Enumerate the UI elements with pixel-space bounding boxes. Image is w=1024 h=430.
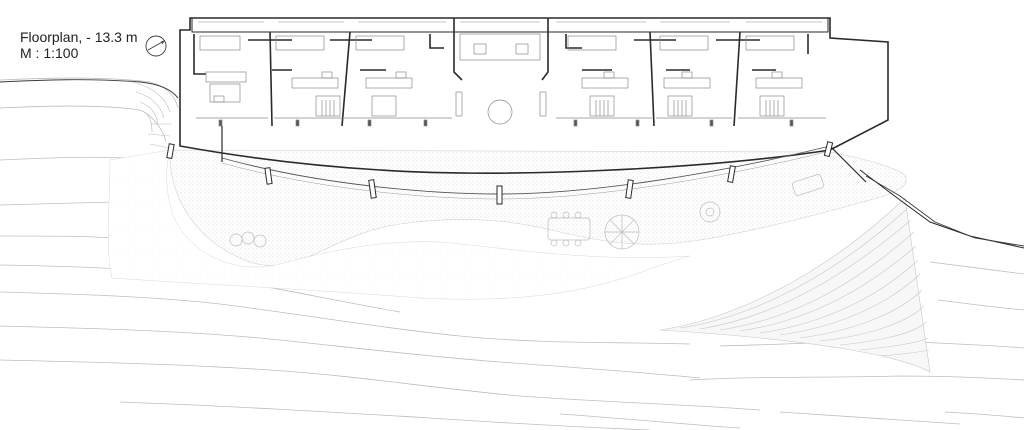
entry-stair (131, 81, 172, 149)
north-arrow-icon (145, 35, 167, 57)
interior-fixtures (196, 21, 826, 127)
lower-slope (108, 149, 691, 300)
outdoor-furniture (229, 174, 824, 250)
building-walls (179, 17, 889, 174)
terrace-posts (166, 141, 834, 205)
drawing-scale: M : 1:100 (20, 45, 79, 61)
terrace-steps (659, 197, 931, 373)
terrace-ground (169, 149, 907, 266)
hillside-left (0, 79, 179, 99)
hillside-right (865, 175, 1024, 247)
drawing-title: Floorplan, - 13.3 m (20, 29, 138, 45)
